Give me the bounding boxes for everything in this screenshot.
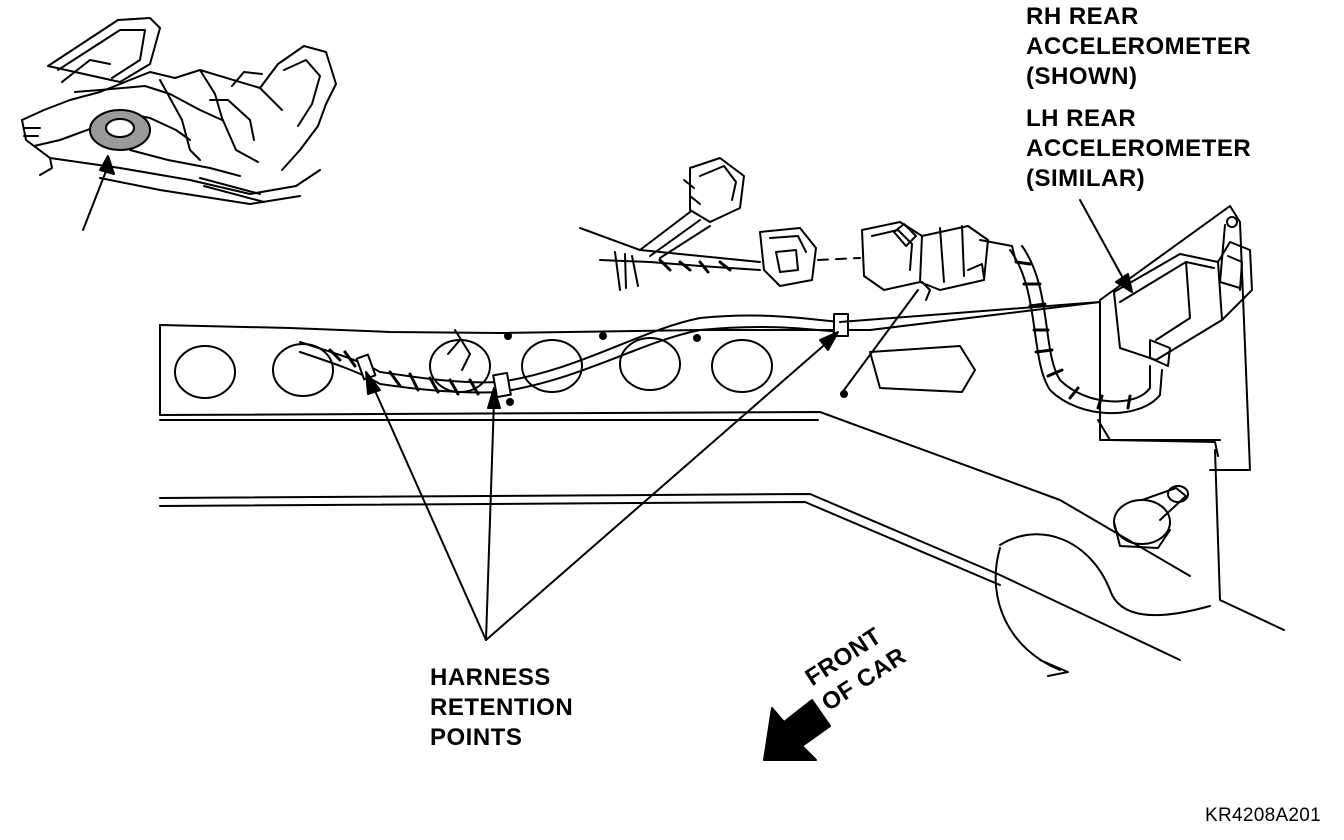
frame-rail [160,302,1190,660]
accelerometer-bracket [996,206,1284,676]
rh-label-line-1: RH REAR [1026,3,1139,30]
figure-code: KR4208A201 [1205,805,1322,826]
harness-connectors [684,158,988,300]
wiring-harness [300,212,1162,413]
rh-label-line-2: ACCELEROMETER [1026,33,1252,60]
lh-label-line-3: (SIMILAR) [1026,165,1146,192]
harness-retention-points-label: HARNESS RETENTION POINTS [430,663,573,753]
rh-rear-accelerometer-label: RH REAR ACCELEROMETER (SHOWN) [1026,2,1251,92]
lh-label-line-1: LH REAR [1026,105,1137,132]
vehicle-locator-inset [22,18,336,230]
harness-label-line-2: RETENTION [430,694,574,721]
front-of-car-arrow [764,700,830,760]
leader-arrows [366,200,1132,640]
lh-rear-accelerometer-label: LH REAR ACCELEROMETER (SIMILAR) [1026,104,1251,194]
rh-label-line-3: (SHOWN) [1026,63,1138,90]
harness-label-line-1: HARNESS [430,664,551,691]
harness-label-line-3: POINTS [430,724,523,751]
lh-label-line-2: ACCELEROMETER [1026,135,1252,162]
